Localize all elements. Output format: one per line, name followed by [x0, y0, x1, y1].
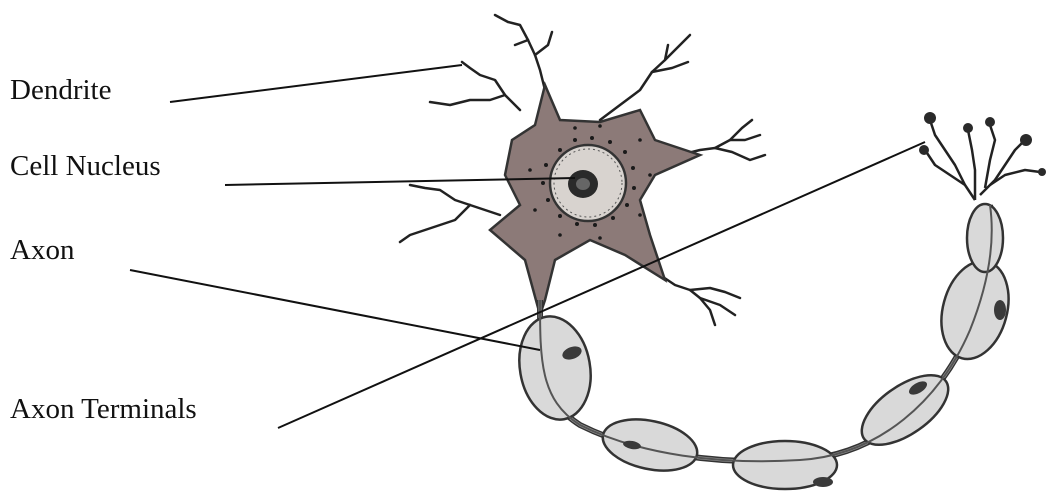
- nucleus: [550, 145, 626, 221]
- axon-label: Axon: [10, 236, 74, 265]
- dendrite-label: Dendrite: [10, 76, 111, 105]
- axon: [512, 204, 1019, 489]
- cell-nucleus-label: Cell Nucleus: [10, 152, 161, 181]
- myelin-segment: [512, 311, 599, 426]
- myelin-segment: [598, 412, 702, 479]
- myelin-sheaths: [512, 204, 1019, 489]
- dendrite-leader-line: [170, 65, 462, 102]
- axon-terminals: [925, 120, 1040, 200]
- axon-leader-line: [130, 270, 540, 350]
- axon-terminals-label: Axon Terminals: [10, 395, 197, 424]
- myelin-segment: [967, 204, 1003, 272]
